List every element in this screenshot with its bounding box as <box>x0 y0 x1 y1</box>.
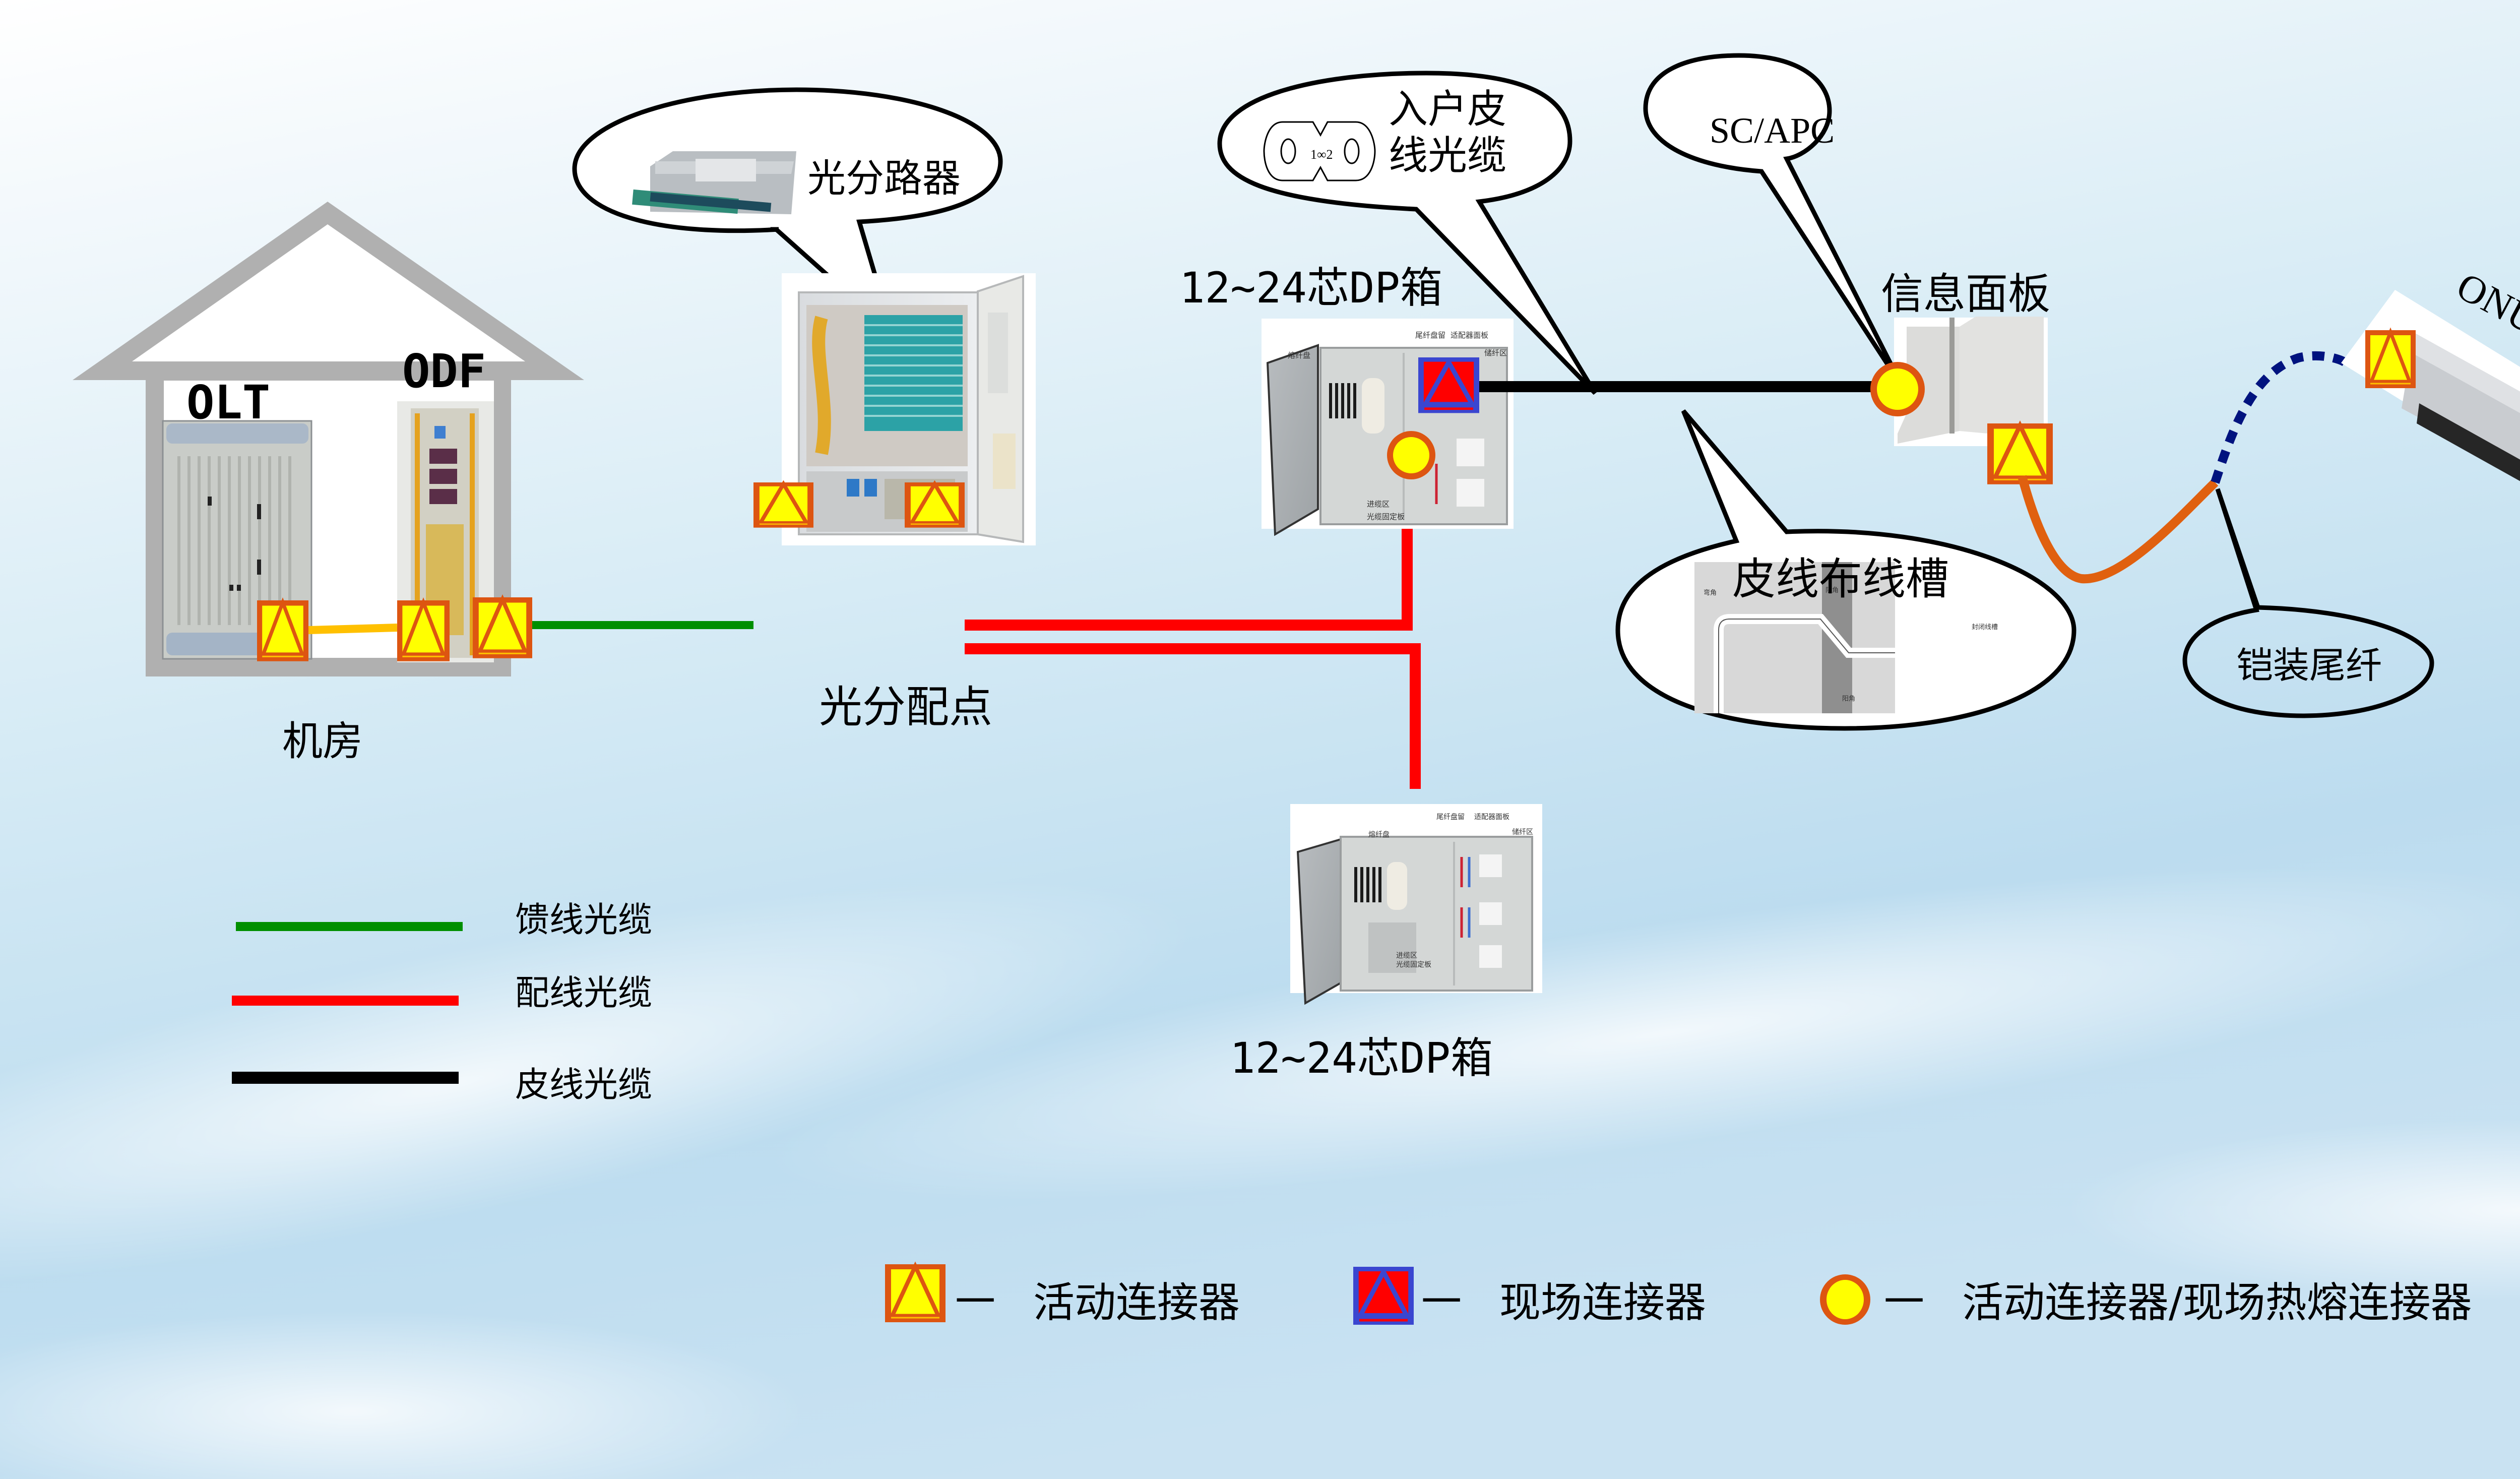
cloud <box>0 1311 806 1479</box>
splitter-callout-label: 光分路器 <box>807 156 961 201</box>
indoor-fiber-dotted <box>2211 351 2349 484</box>
svg-text:阳角: 阳角 <box>1842 695 1855 703</box>
legend-dash: 一 <box>1421 1278 1462 1325</box>
legend-label-field: 现场连接器 <box>1499 1279 1706 1327</box>
connector-active-olt <box>257 600 308 661</box>
svg-text:封闭线槽: 封闭线槽 <box>1972 624 1998 631</box>
legend-label-feeder: 馈线光缆 <box>515 900 652 940</box>
svg-text:熔纤盘: 熔纤盘 <box>1368 830 1390 839</box>
machine-room: OLT ODF <box>73 202 584 676</box>
sc-apc-label: SC/APC <box>1710 110 1835 151</box>
olt-label: OLT <box>186 376 270 429</box>
armored-callout-label: 铠装尾纤 <box>2237 644 2382 687</box>
connector-active-odf-in <box>397 600 450 661</box>
cable-legend: 馈线光缆 配线光缆 皮线光缆 <box>232 900 652 1105</box>
connector-active-onu <box>2365 330 2416 388</box>
connector-active-odf-out <box>473 597 532 658</box>
duct-callout-label: 皮线布线槽 <box>1732 554 1949 604</box>
dp-box-top: 熔纤盘 尾纤盘留 适配器面板 储纤区 进缆区 光缆固定板 <box>1262 319 1514 536</box>
info-panel <box>1894 317 2048 446</box>
cloud <box>2066 1119 2520 1301</box>
svg-text:尾纤盘留: 尾纤盘留 <box>1415 331 1445 340</box>
dp-box-bottom: 熔纤盘 尾纤盘留 适配器面板 储纤区 进缆区 光缆固定板 <box>1290 804 1542 1005</box>
svg-text:尾纤盘留: 尾纤盘留 <box>1436 813 1465 821</box>
legend-dash: 一 <box>955 1278 995 1325</box>
connector-active-splitter-in <box>753 482 813 528</box>
drop-cable-callout: 1∞2 入户皮 线光缆 <box>1217 71 1597 395</box>
svg-text:适配器面板: 适配器面板 <box>1451 331 1488 340</box>
svg-text:储纤区: 储纤区 <box>1484 348 1507 357</box>
svg-text:弯角: 弯角 <box>1704 589 1717 597</box>
connector-legend: 一 活动连接器 一 现场连接器 一 活动连接器/现场热熔连接器 <box>885 1264 2472 1327</box>
legend-label-distribution: 配线光缆 <box>515 973 652 1013</box>
connector-field-dp <box>1418 357 1479 413</box>
splitter-module-image <box>632 151 796 214</box>
dp-bottom-photo-labels: 熔纤盘 尾纤盘留 适配器面板 储纤区 进缆区 光缆固定板 <box>1368 813 1533 969</box>
splitter-callout: 光分路器 <box>572 87 1003 340</box>
armored-pigtail <box>2018 475 2219 584</box>
olt-rack <box>162 420 312 660</box>
info-panel-label: 信息面板 <box>1881 269 2050 319</box>
dp-box-bottom-label: 12~24芯DP箱 <box>1230 1033 1493 1083</box>
legend-label-drop: 皮线光缆 <box>515 1065 652 1105</box>
legend-label-active: 活动连接器 <box>1033 1279 1240 1327</box>
house-roof-inner <box>132 224 525 361</box>
svg-text:阴角: 阴角 <box>1825 587 1839 594</box>
legend-symbol-active-icon <box>885 1264 946 1322</box>
distribution-cable-to-bottom-dp <box>965 643 1421 789</box>
legend-symbol-field-icon <box>1353 1267 1414 1325</box>
odf-label: ODF <box>402 344 486 398</box>
machine-room-label: 机房 <box>282 718 363 765</box>
connector-fusion-dp <box>1387 431 1435 479</box>
drop-callout-line2: 线光缆 <box>1389 133 1506 178</box>
splitter-point-label: 光分配点 <box>819 682 992 732</box>
dp-photo-labels: 熔纤盘 尾纤盘留 适配器面板 储纤区 进缆区 光缆固定板 <box>1288 331 1507 521</box>
legend-dash: 一 <box>1884 1278 1924 1325</box>
drop-cable-cross-section-icon <box>1263 121 1376 181</box>
svg-text:光缆固定板: 光缆固定板 <box>1367 512 1405 521</box>
armored-callout: 铠装尾纤 <box>2182 488 2434 718</box>
splitter-cabinet <box>782 273 1036 545</box>
connector-active-info-panel <box>1987 423 2053 484</box>
svg-text:进缆区: 进缆区 <box>1367 500 1390 509</box>
patch-cord <box>308 624 398 634</box>
svg-text:熔纤盘: 熔纤盘 <box>1288 351 1310 360</box>
dp-box-top-label: 12~24芯DP箱 <box>1179 263 1442 313</box>
svg-text:光缆固定板: 光缆固定板 <box>1396 961 1431 969</box>
sc-apc-callout: SC/APC <box>1643 53 1906 390</box>
svg-text:适配器面板: 适配器面板 <box>1474 813 1509 821</box>
duct-callout: 弯角 阴角 阳角 封闭线槽 皮线布线槽 <box>1615 409 2076 731</box>
fiber-marks: 1∞2 <box>1310 147 1333 162</box>
legend-label-fusion: 活动连接器/现场热熔连接器 <box>1962 1279 2472 1327</box>
duct-photo-labels: 弯角 阴角 阳角 封闭线槽 <box>1704 587 1998 703</box>
cloud <box>765 866 2520 1201</box>
svg-text:储纤区: 储纤区 <box>1512 828 1533 836</box>
connector-active-splitter-out <box>905 482 965 528</box>
duct-photo: 弯角 阴角 阳角 封闭线槽 <box>1694 562 1998 713</box>
legend-symbol-fusion-icon <box>1820 1274 1870 1325</box>
drop-callout-line1: 入户皮 <box>1389 87 1506 132</box>
svg-text:进缆区: 进缆区 <box>1396 952 1417 960</box>
connector-fusion-info-panel <box>1870 362 1925 416</box>
